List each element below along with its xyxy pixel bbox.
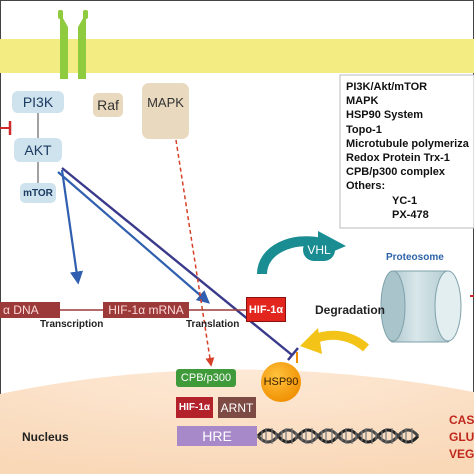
hsp90-label: HSP90 (263, 376, 299, 388)
recycle-arrow-icon (300, 328, 369, 354)
proteosome-label: Proteosome (386, 252, 444, 263)
hif1a-box: HIF-1α (246, 297, 286, 322)
vhl-label: VHL (307, 243, 331, 257)
receptor-icon (58, 10, 88, 79)
nucleus-hif1a-label: HIF-1α (178, 402, 211, 413)
dna-helix-icon (256, 428, 420, 444)
mtor-node: mTOR (20, 183, 56, 203)
inhibitor-other: PX-478 (392, 208, 429, 221)
transcription-label: Transcription (40, 319, 104, 330)
inhibitor-item: Others: (346, 180, 386, 193)
inhibitor-item: HSP90 System (346, 109, 424, 122)
translation-label: Translation (186, 319, 240, 330)
cpb-p300-box: CPB/p300 (176, 369, 236, 387)
inhibitor-list: PI3K/Akt/mTOR MAPK HSP90 System Topo-1 M… (346, 80, 469, 222)
inhibitor-item: PI3K/Akt/mTOR (346, 81, 428, 93)
inhibitor-other: YC-1 (392, 194, 418, 207)
akt-label: AKT (24, 142, 52, 158)
target-gene: CAS (449, 413, 474, 427)
cell-membrane (0, 39, 474, 73)
inhibitor-item: Microtubule polymeriza (346, 137, 469, 150)
akt-to-hsp90-inhibition (61, 167, 293, 356)
dna-label: α DNA (3, 303, 39, 317)
inhibitor-list-box (339, 74, 474, 229)
nucleus-region (0, 369, 474, 474)
akt-to-translation-arrow (57, 171, 210, 304)
hre-box: HRE (177, 426, 257, 446)
mrna-label: HIF-1α mRNA (108, 303, 184, 317)
nucleus-hif1a-box: HIF-1α (176, 397, 213, 418)
mapk-node: MAPK (142, 83, 189, 139)
mtor-label: mTOR (23, 187, 53, 199)
hsp90-inhibition-bar (287, 347, 299, 361)
akt-node: AKT (14, 138, 62, 162)
hif1a-label: HIF-1α (248, 303, 284, 316)
hsp90-circle (261, 362, 301, 402)
arnt-box: ARNT (218, 397, 256, 418)
pi3k-label: PI3K (22, 94, 54, 110)
cpb-p300-label: CPB/p300 (180, 372, 232, 384)
arnt-label: ARNT (220, 400, 254, 415)
akt-to-transcription-arrow (60, 169, 84, 285)
nucleus-label: Nucleus (22, 430, 69, 444)
mapk-label: MAPK (147, 95, 184, 110)
inhibitor-item: MAPK (346, 95, 379, 108)
pi3k-node: PI3K (12, 91, 64, 113)
raf-label: Raf (97, 97, 119, 113)
hsp90-node: HSP90 (256, 373, 306, 391)
inhibition-symbol-pi3k (0, 121, 12, 135)
hre-label: HRE (202, 428, 232, 444)
mrna-box: HIF-1α mRNA (103, 302, 189, 318)
inhibitor-item: Redox Protein Trx-1 (346, 152, 450, 165)
inhibitor-item: Topo-1 (346, 123, 382, 136)
inhibitor-item: CPB/p300 complex (346, 166, 446, 179)
dna-box: α DNA (0, 302, 60, 318)
raf-node: Raf (93, 93, 123, 117)
target-gene: GLU (449, 430, 474, 444)
mapk-to-cpb-arrow (175, 139, 215, 367)
vhl-node: VHL (303, 239, 335, 261)
proteosome-cylinder-icon (380, 270, 462, 343)
target-gene: VEG (449, 447, 474, 461)
degradation-label: Degradation (315, 303, 386, 317)
